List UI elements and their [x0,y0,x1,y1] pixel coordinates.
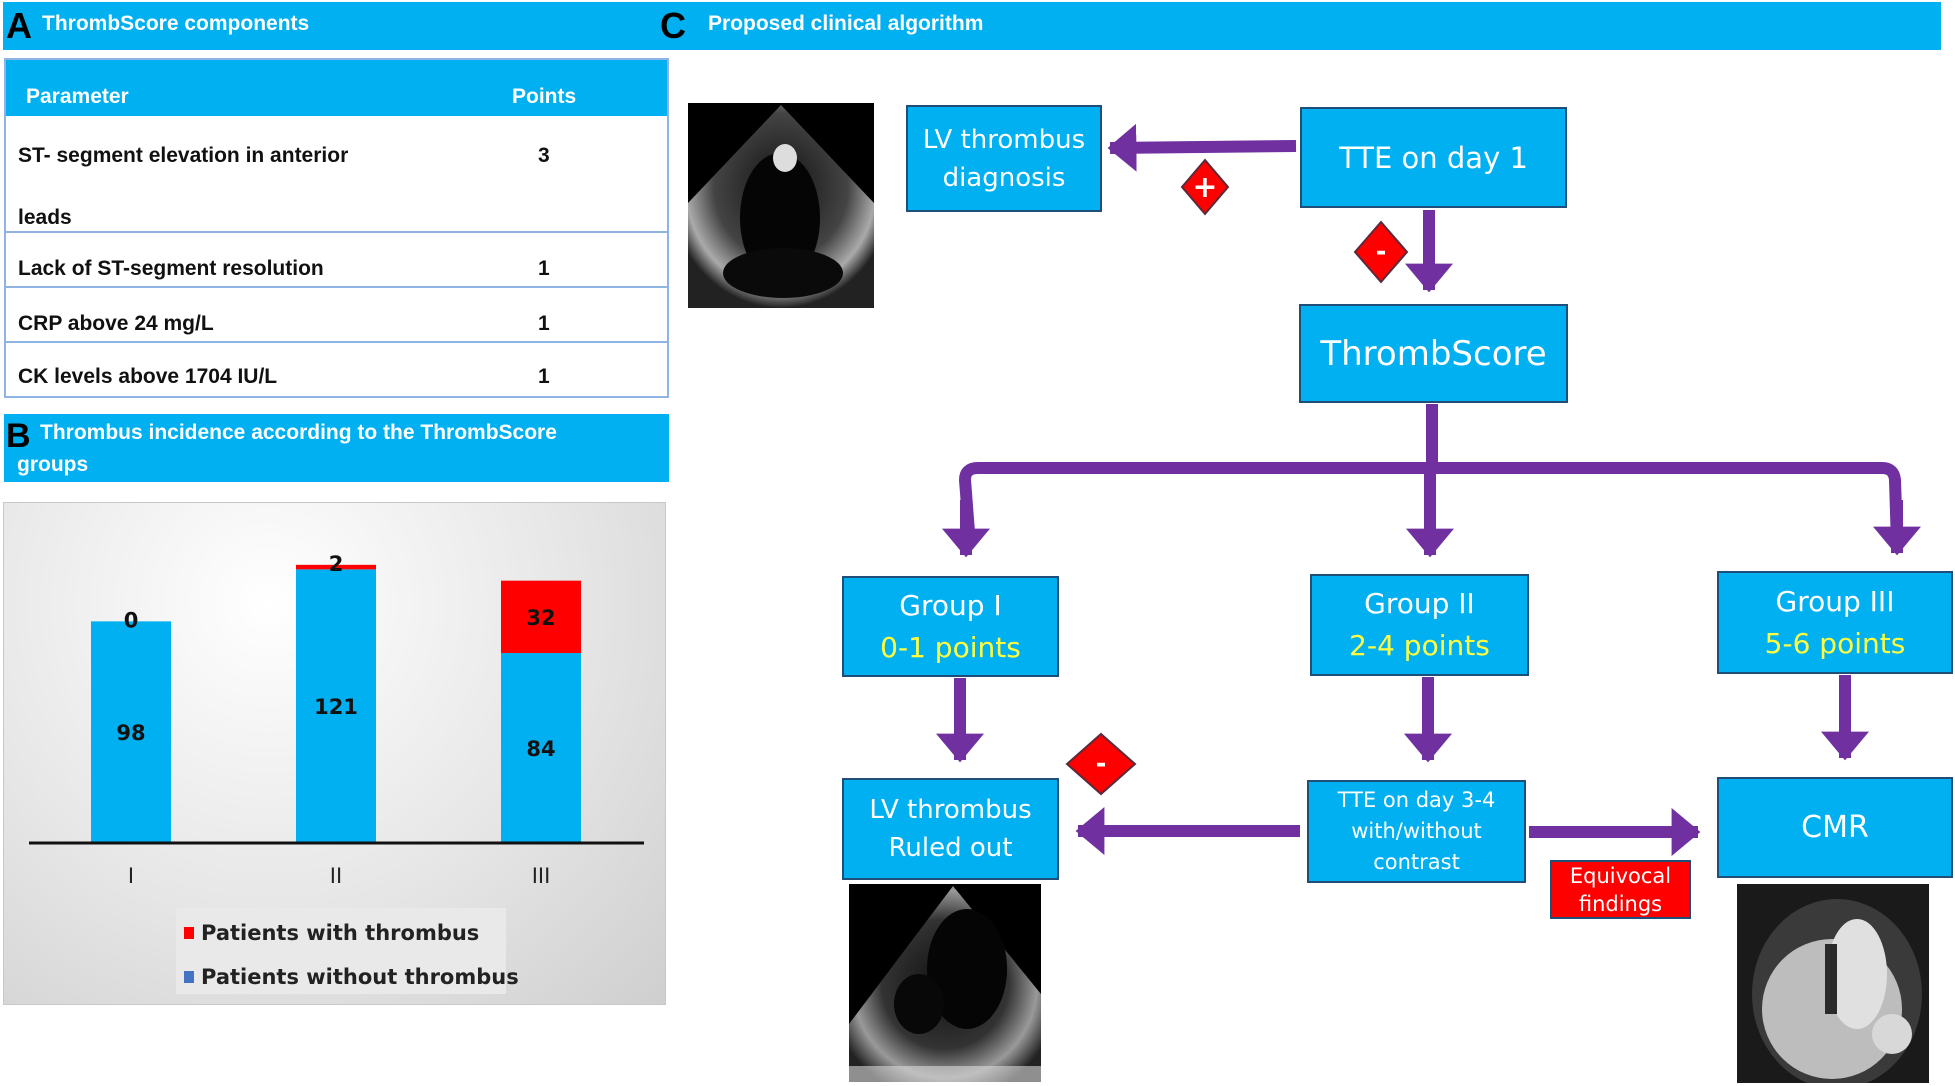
legend-swatch [184,927,194,939]
parameter-cell-continued: leads [18,206,72,229]
node-lv-thrombus-diagnosis: LV thrombus diagnosis [906,105,1102,212]
group-points: 0-1 points [880,630,1021,664]
node-label: Equivocal [1569,863,1672,888]
positive-badge: + [1180,158,1230,216]
arrow-tte-to-lv-diagnosis [1107,123,1297,172]
legend-background [176,908,506,994]
node-label: ThrombScore [1320,333,1547,374]
node-label: diagnosis [942,162,1066,193]
node-group-2: Group II 2-4 points [1310,574,1529,676]
minus-icon: - [1376,237,1387,267]
bar-segment-with-thrombus-III [501,580,581,654]
plus-icon: + [1192,170,1217,205]
table-row: CRP above 24 mg/L 1 [6,288,667,343]
parameter-cell: CRP above 24 mg/L [18,312,214,335]
points-cell: 3 [538,144,550,167]
group-name: Group I [899,588,1002,622]
legend-label: Patients without thrombus [201,965,519,989]
panel-c-letter: C [660,5,686,46]
arrow-thrombscore-to-groups [958,404,1903,546]
legend-label: Patients with thrombus [201,921,479,945]
bar-segment-with-thrombus-II [296,564,376,570]
node-label: LV thrombus [922,124,1086,155]
legend-swatch [184,971,194,983]
node-label: findings [1578,891,1663,916]
bar-segment-without-thrombus-II [296,569,376,843]
data-label: 2 [329,552,344,576]
panel-b-title-line1: Thrombus incidence according to the Thro… [40,421,557,444]
points-cell: 1 [538,365,550,388]
x-tick-label: III [532,864,551,888]
node-label: CMR [1801,810,1869,845]
node-label: contrast [1373,850,1460,874]
panel-b-title-line2: groups [17,453,89,476]
node-label: with/without [1351,819,1482,843]
parameter-cell: ST- segment elevation in anterior [18,144,349,167]
data-label: 32 [526,606,555,630]
x-tick-label: II [330,864,342,888]
echo-sector-graphic [849,886,1041,1082]
cmr-heart-graphic [1737,884,1929,1083]
column-header-points: Points [512,85,577,108]
negative-badge-tte: - [1353,220,1409,284]
node-group-1: Group I 0-1 points [842,576,1059,677]
echo-image-lv-thrombus [688,103,874,308]
group-points: 2-4 points [1349,629,1490,662]
group-points: 5-6 points [1764,626,1906,660]
panel-b-header [4,414,669,482]
echo-image-no-thrombus [849,884,1041,1082]
node-lv-thrombus-ruled-out: LV thrombus Ruled out [842,778,1059,880]
node-cmr: CMR [1717,777,1953,878]
node-label: Ruled out [888,833,1013,863]
equivocal-findings-label: Equivocal findings [1550,860,1691,919]
data-label: 121 [314,695,358,719]
table-row: Lack of ST-segment resolution 1 [6,233,667,288]
panel-a-title: ThrombScore components [42,12,310,35]
group-name: Group III [1775,584,1895,618]
parameter-cell: Lack of ST-segment resolution [18,257,324,280]
group-name: Group II [1364,587,1475,620]
parameter-cell: CK levels above 1704 IU/L [18,365,278,388]
bar-segment-without-thrombus-I [91,621,171,843]
x-tick-label: I [128,864,134,888]
data-label: 0 [124,608,139,632]
data-label: 98 [116,721,145,745]
node-tte-day-3-4: TTE on day 3-4 with/without contrast [1307,780,1526,883]
points-cell: 1 [538,257,550,280]
minus-icon: - [1096,749,1107,779]
table-row: ST- segment elevation in anterior leads … [6,116,667,233]
node-label: LV thrombus [869,795,1032,825]
points-cell: 1 [538,312,550,335]
panel-a-letter: A [6,5,32,46]
echo-sector-graphic [688,105,874,308]
cmr-image [1737,884,1929,1083]
table-header: Parameter Points [6,60,667,116]
column-header-parameter: Parameter [26,85,129,108]
bar-segment-without-thrombus-III [501,653,581,843]
node-group-3: Group III 5-6 points [1717,571,1953,674]
table-row: CK levels above 1704 IU/L 1 [6,343,667,396]
data-label: 84 [526,737,555,761]
thrombscore-table: Parameter Points ST- segment elevation i… [4,58,669,398]
negative-badge-ruled-out: - [1065,732,1137,796]
node-label: TTE on day 3-4 [1337,788,1496,812]
node-thrombscore: ThrombScore [1299,304,1568,403]
header-bar [3,2,1941,50]
panel-c-title: Proposed clinical algorithm [708,12,984,35]
node-tte-day-1: TTE on day 1 [1300,107,1567,208]
node-label: TTE on day 1 [1339,140,1528,175]
panel-b-letter: B [6,417,31,455]
